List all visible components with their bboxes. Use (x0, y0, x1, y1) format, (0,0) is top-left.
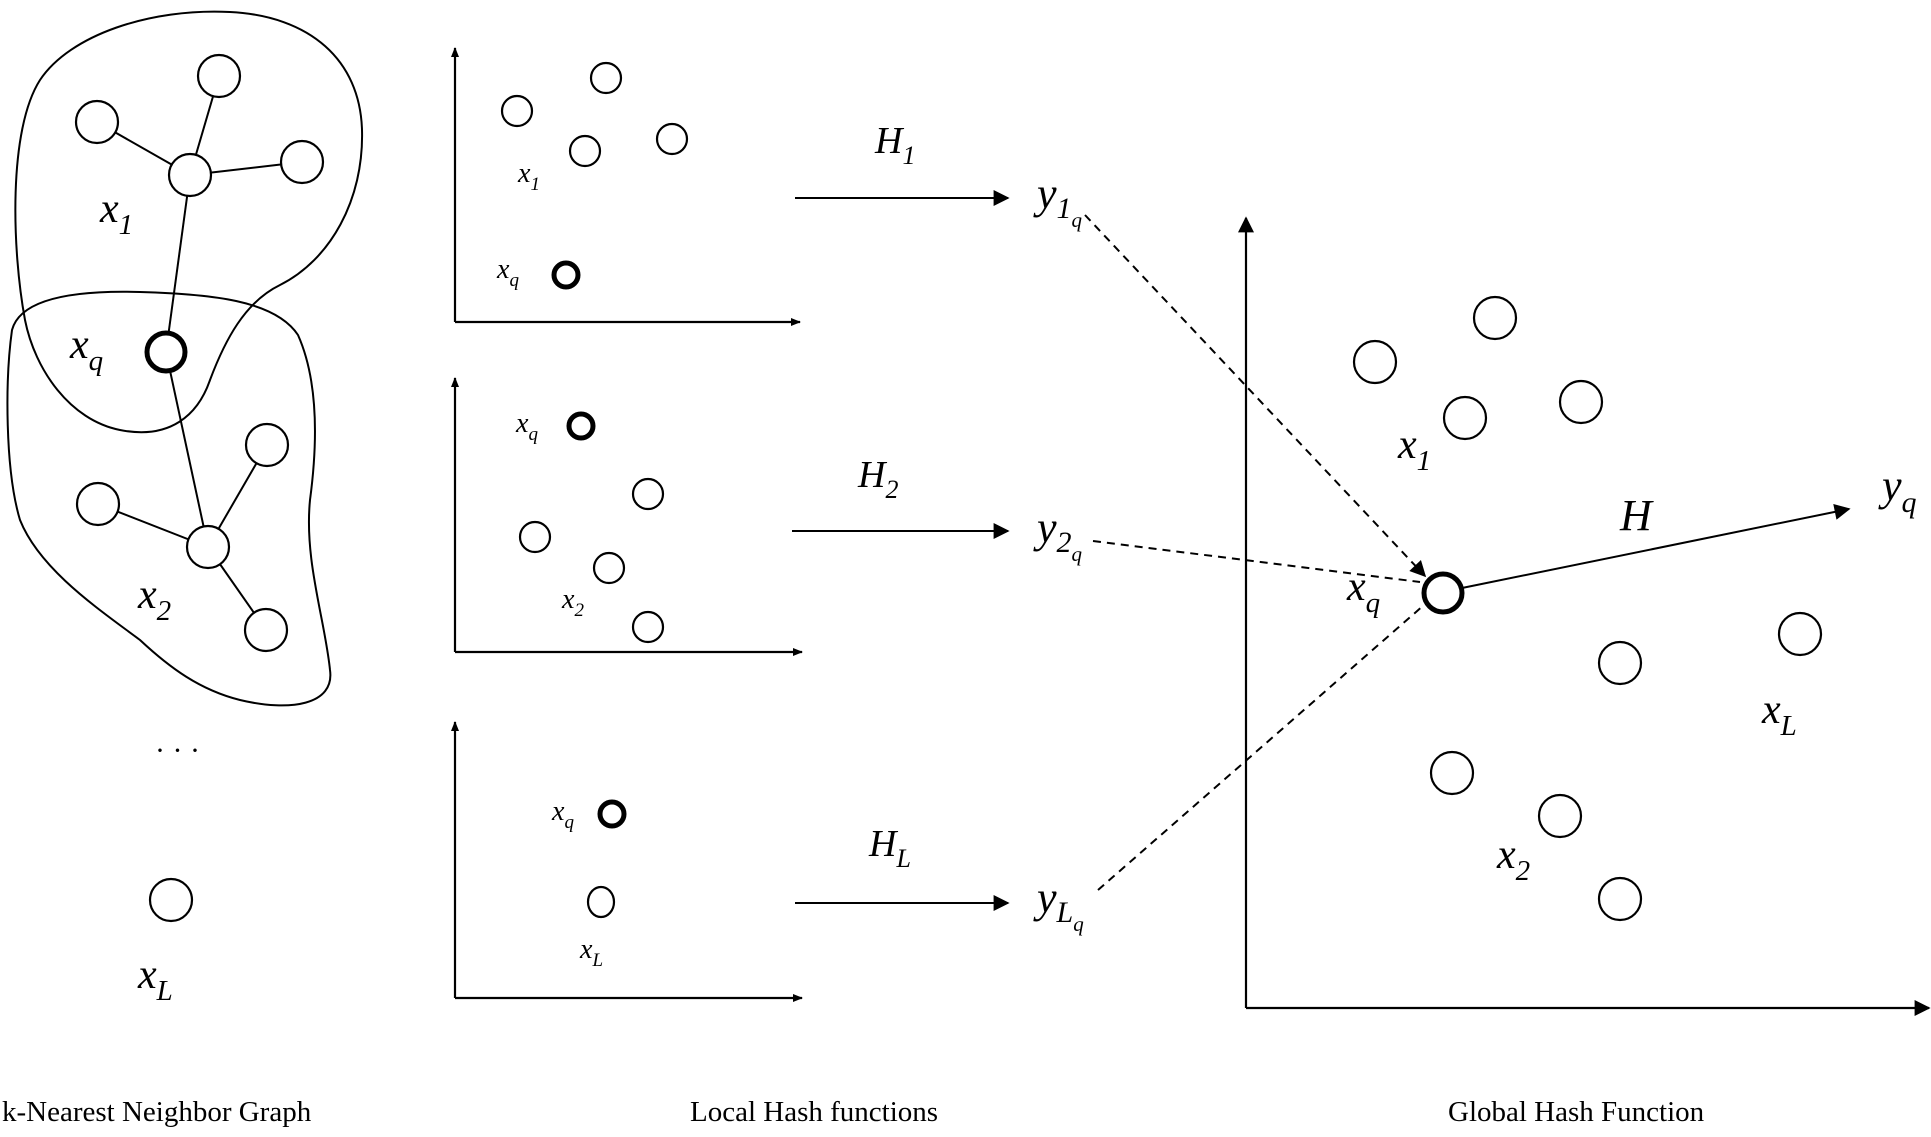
edge (165, 174, 191, 353)
data-point (1597, 876, 1643, 922)
data-point (568, 134, 602, 168)
graph-node (196, 53, 242, 99)
edge (165, 351, 209, 548)
query-label: xq (69, 322, 103, 377)
cluster-2-outline (6, 290, 332, 707)
cluster-1-label: x1 (1397, 422, 1431, 477)
query-label: xq (515, 408, 538, 445)
graph-node (167, 152, 213, 198)
data-point (1777, 611, 1823, 657)
data-point (1429, 750, 1475, 796)
local-hash-panel-2: xq x2 (451, 377, 803, 656)
data-point (589, 61, 623, 95)
query-point (551, 260, 581, 290)
cluster-1-label: x1 (99, 186, 133, 241)
output-1-label: y1q (1033, 169, 1083, 232)
cluster-2-label: x2 (137, 572, 171, 627)
data-point (1352, 339, 1398, 385)
ellipsis: · · · (155, 734, 200, 767)
graph-node (243, 607, 289, 653)
data-point (592, 551, 626, 585)
data-point (586, 885, 616, 919)
global-hash-plot: x1 xq xL x2 H yq (1084, 214, 1931, 1016)
query-point (1421, 571, 1465, 615)
query-label: xq (551, 796, 574, 833)
query-node (144, 330, 188, 374)
query-label: xq (1346, 564, 1380, 619)
knn-graph: x1 xq x2 · · · xL (6, 10, 364, 1007)
local-hash-panel-L: xq xL (451, 721, 803, 1002)
data-point (1472, 295, 1518, 341)
data-point (518, 520, 552, 554)
graph-node (74, 99, 120, 145)
output-label: yq (1878, 461, 1917, 519)
graph-node (148, 877, 194, 923)
data-point (1442, 395, 1488, 441)
data-point (1597, 640, 1643, 686)
hash-function-L-label: HL (868, 823, 911, 873)
global-hash-arrow (1461, 504, 1851, 589)
cluster-L-label: xL (137, 952, 173, 1007)
graph-node (185, 524, 231, 570)
graph-node (244, 422, 290, 468)
point-label: xL (579, 934, 603, 971)
dashed-connector-1 (1084, 214, 1427, 578)
local-hash-outputs: y1q y2q yLq (1033, 169, 1084, 936)
data-point (655, 122, 689, 156)
hash-function-1-label: H1 (874, 120, 915, 170)
global-hash-caption: Global Hash Function (1448, 1096, 1705, 1128)
cluster-1-outline (14, 10, 364, 434)
data-point (1558, 379, 1604, 425)
query-point (566, 411, 596, 441)
knn-graph-caption: k-Nearest Neighbor Graph (2, 1096, 312, 1128)
query-point (597, 799, 627, 829)
cluster-L-label: xL (1761, 687, 1797, 742)
local-hash-arrows: H1 H2 HL (792, 120, 1010, 911)
data-point (500, 94, 534, 128)
output-2-label: y2q (1033, 503, 1083, 566)
dashed-connector-2 (1092, 540, 1421, 583)
graph-node (279, 139, 325, 185)
dashed-connector-L (1097, 604, 1425, 891)
output-L-label: yLq (1033, 873, 1084, 936)
point-label: x2 (561, 584, 584, 621)
global-hash-function-label: H (1619, 491, 1654, 540)
local-hash-panel-1: x1 xq (451, 47, 801, 326)
data-point (631, 477, 665, 511)
query-label: xq (496, 254, 519, 291)
local-hash-caption: Local Hash functions (690, 1096, 939, 1128)
data-point (1537, 793, 1583, 839)
cluster-2-label: x2 (1496, 832, 1530, 887)
point-label: x1 (517, 158, 540, 195)
hash-function-2-label: H2 (857, 454, 898, 504)
data-point (631, 610, 665, 644)
graph-node (75, 481, 121, 527)
